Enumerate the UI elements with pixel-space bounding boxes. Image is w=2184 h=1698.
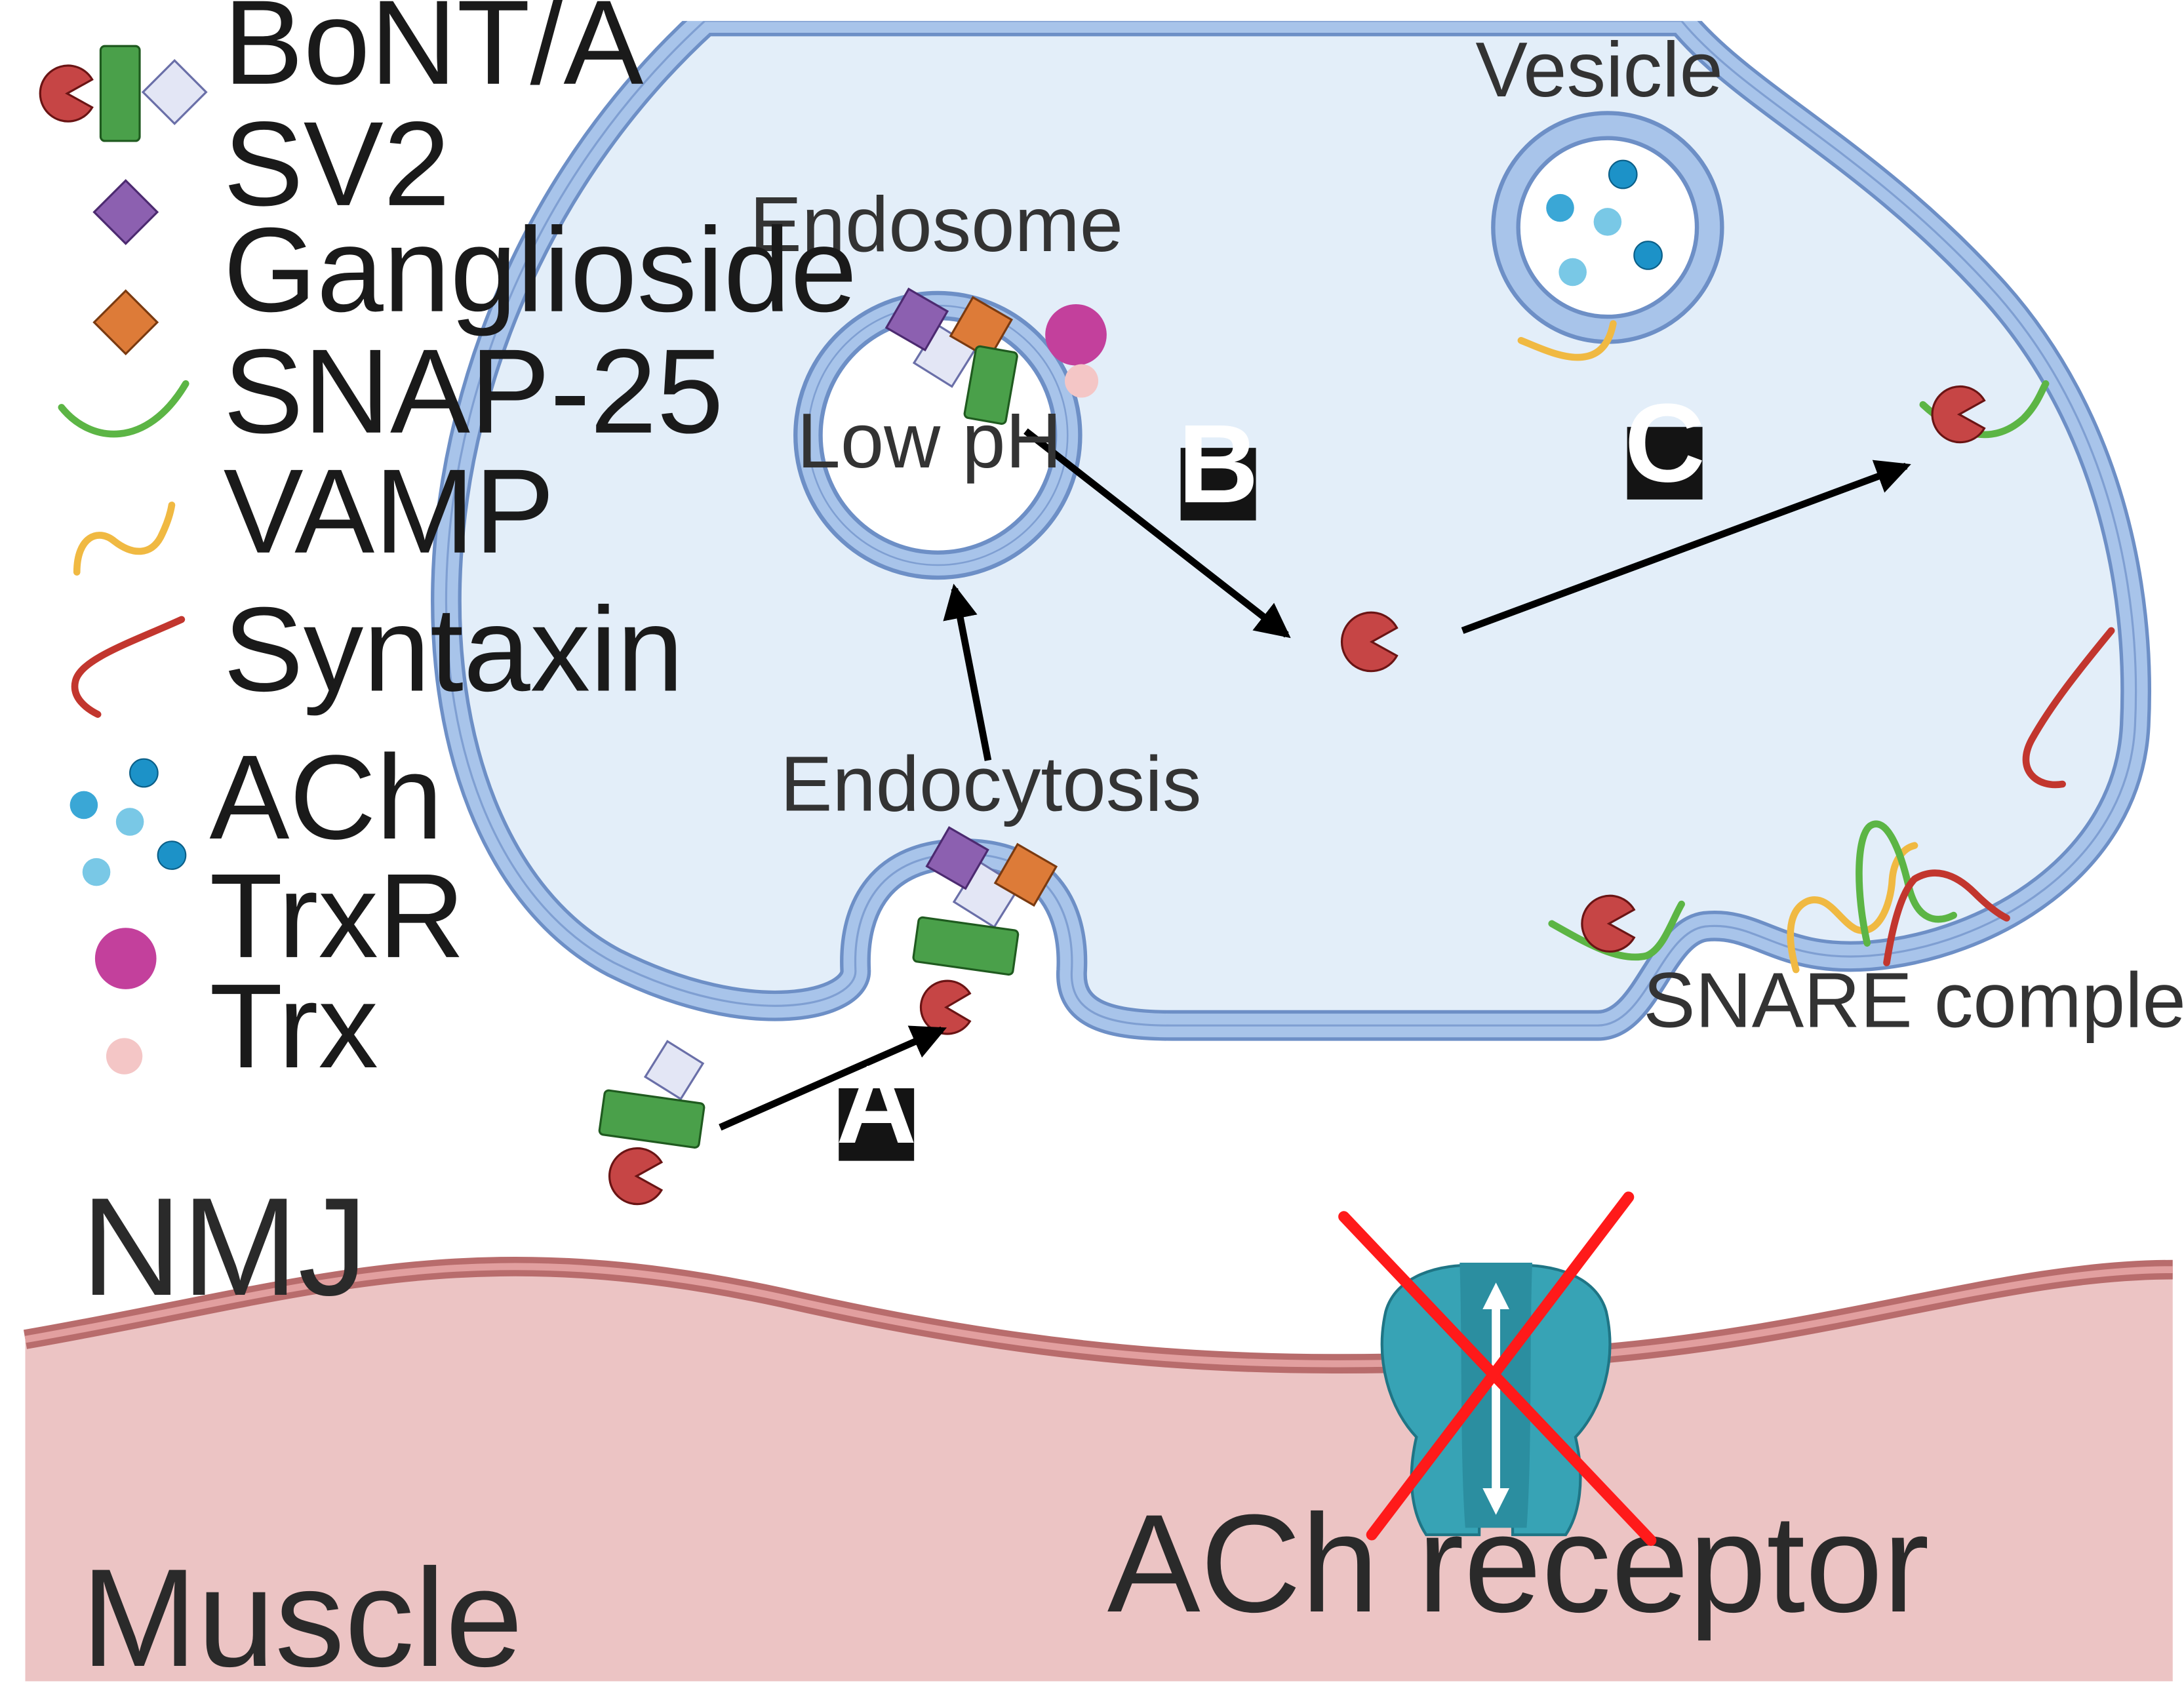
- step-c-box: C: [1625, 381, 1705, 505]
- vesicle-vamp: [1517, 320, 1617, 361]
- snare-vamp: [1787, 842, 1918, 974]
- arrow-a: [719, 1025, 947, 1131]
- pathway-arrows: [719, 428, 1911, 1131]
- cytosol-light-chain: [1341, 611, 1399, 673]
- label-muscle: Muscle: [81, 1540, 523, 1696]
- step-a-letter: A: [836, 1042, 917, 1167]
- legend-trxr-label: TrxR: [209, 848, 465, 983]
- legend-ganglioside-label: Ganglioside: [224, 203, 858, 337]
- snare-components: [1548, 380, 2115, 974]
- legend-sv2-icon: [92, 179, 159, 245]
- label-endocytosis: Endocytosis: [780, 740, 1201, 827]
- free-bont-a-toxin: [598, 1040, 705, 1206]
- legend-ganglioside-icon: [92, 289, 159, 356]
- label-nmj: NMJ: [81, 1169, 368, 1325]
- pit-ganglioside: [993, 842, 1058, 907]
- snare-snap25: [1856, 820, 1957, 947]
- pit-light-chain: [919, 979, 972, 1035]
- light-chain-bottom: [1581, 894, 1636, 953]
- arrow-b: [1023, 428, 1291, 639]
- ach-molecule: [1593, 208, 1622, 236]
- snap25-bottom: [1548, 900, 1685, 961]
- endocytosis-complex: [912, 826, 1058, 1035]
- legend-vamp-icon: [73, 502, 176, 576]
- trx-on-endosome: [1065, 364, 1099, 398]
- endosome-sv2: [884, 287, 949, 352]
- ach-molecule: [1608, 159, 1638, 189]
- legend-trxr-icon: [94, 928, 157, 989]
- snare-syntaxin: [1883, 869, 2010, 966]
- endosome: [793, 287, 1107, 580]
- legend-bont-a-label: BoNT/A: [224, 0, 644, 109]
- ach-molecule: [1633, 241, 1663, 270]
- legend: BoNT/A SV2 Ganglioside SNAP-25 VAMP Synt…: [39, 0, 858, 1093]
- label-endosome: Endosome: [749, 181, 1123, 268]
- pit-heavy-chain: [912, 916, 1020, 976]
- muscle-region: [23, 1256, 2173, 1682]
- legend-syntaxin-label: Syntaxin: [224, 582, 684, 716]
- legend-trx-label: Trx: [209, 958, 378, 1093]
- legend-sv2-label: SV2: [224, 96, 450, 231]
- endosome-ganglioside: [949, 296, 1014, 360]
- synaptic-vesicle: [1491, 111, 1724, 361]
- legend-trx-icon: [106, 1038, 143, 1075]
- legend-snap25-label: SNAP-25: [224, 324, 724, 458]
- step-b-box: B: [1178, 402, 1259, 526]
- label-vesicle: Vesicle: [1475, 26, 1723, 113]
- light-chain-top-right: [1931, 385, 1986, 444]
- legend-ach-label: ACh: [209, 730, 443, 864]
- nerve-terminal: [446, 21, 2135, 1025]
- step-a-box: A: [836, 1042, 917, 1167]
- label-low-ph: Low pH: [797, 397, 1062, 484]
- label-snare-complex: SNARE complex: [1643, 957, 2184, 1044]
- endosome-heavy-chain: [963, 345, 1018, 425]
- legend-bont-a-icon: [39, 45, 208, 142]
- pit-sv2: [925, 826, 989, 890]
- trxr-on-endosome: [1045, 304, 1107, 366]
- step-b-letter: B: [1178, 402, 1259, 526]
- legend-ach-icon: [69, 758, 187, 886]
- legend-snap25-icon: [58, 380, 189, 438]
- step-c-letter: C: [1625, 381, 1705, 505]
- ach-receptor: [1380, 1263, 1612, 1537]
- receptor-blocked-cross: [1338, 1191, 1657, 1547]
- arrow-c: [1461, 460, 1911, 634]
- legend-syntaxin-icon: [71, 616, 186, 718]
- syntaxin-right: [2022, 627, 2115, 789]
- ach-molecule: [1559, 258, 1587, 286]
- legend-vamp-label: VAMP: [224, 444, 555, 578]
- arrow-endocytosis: [943, 583, 992, 761]
- ach-molecule: [1546, 193, 1574, 222]
